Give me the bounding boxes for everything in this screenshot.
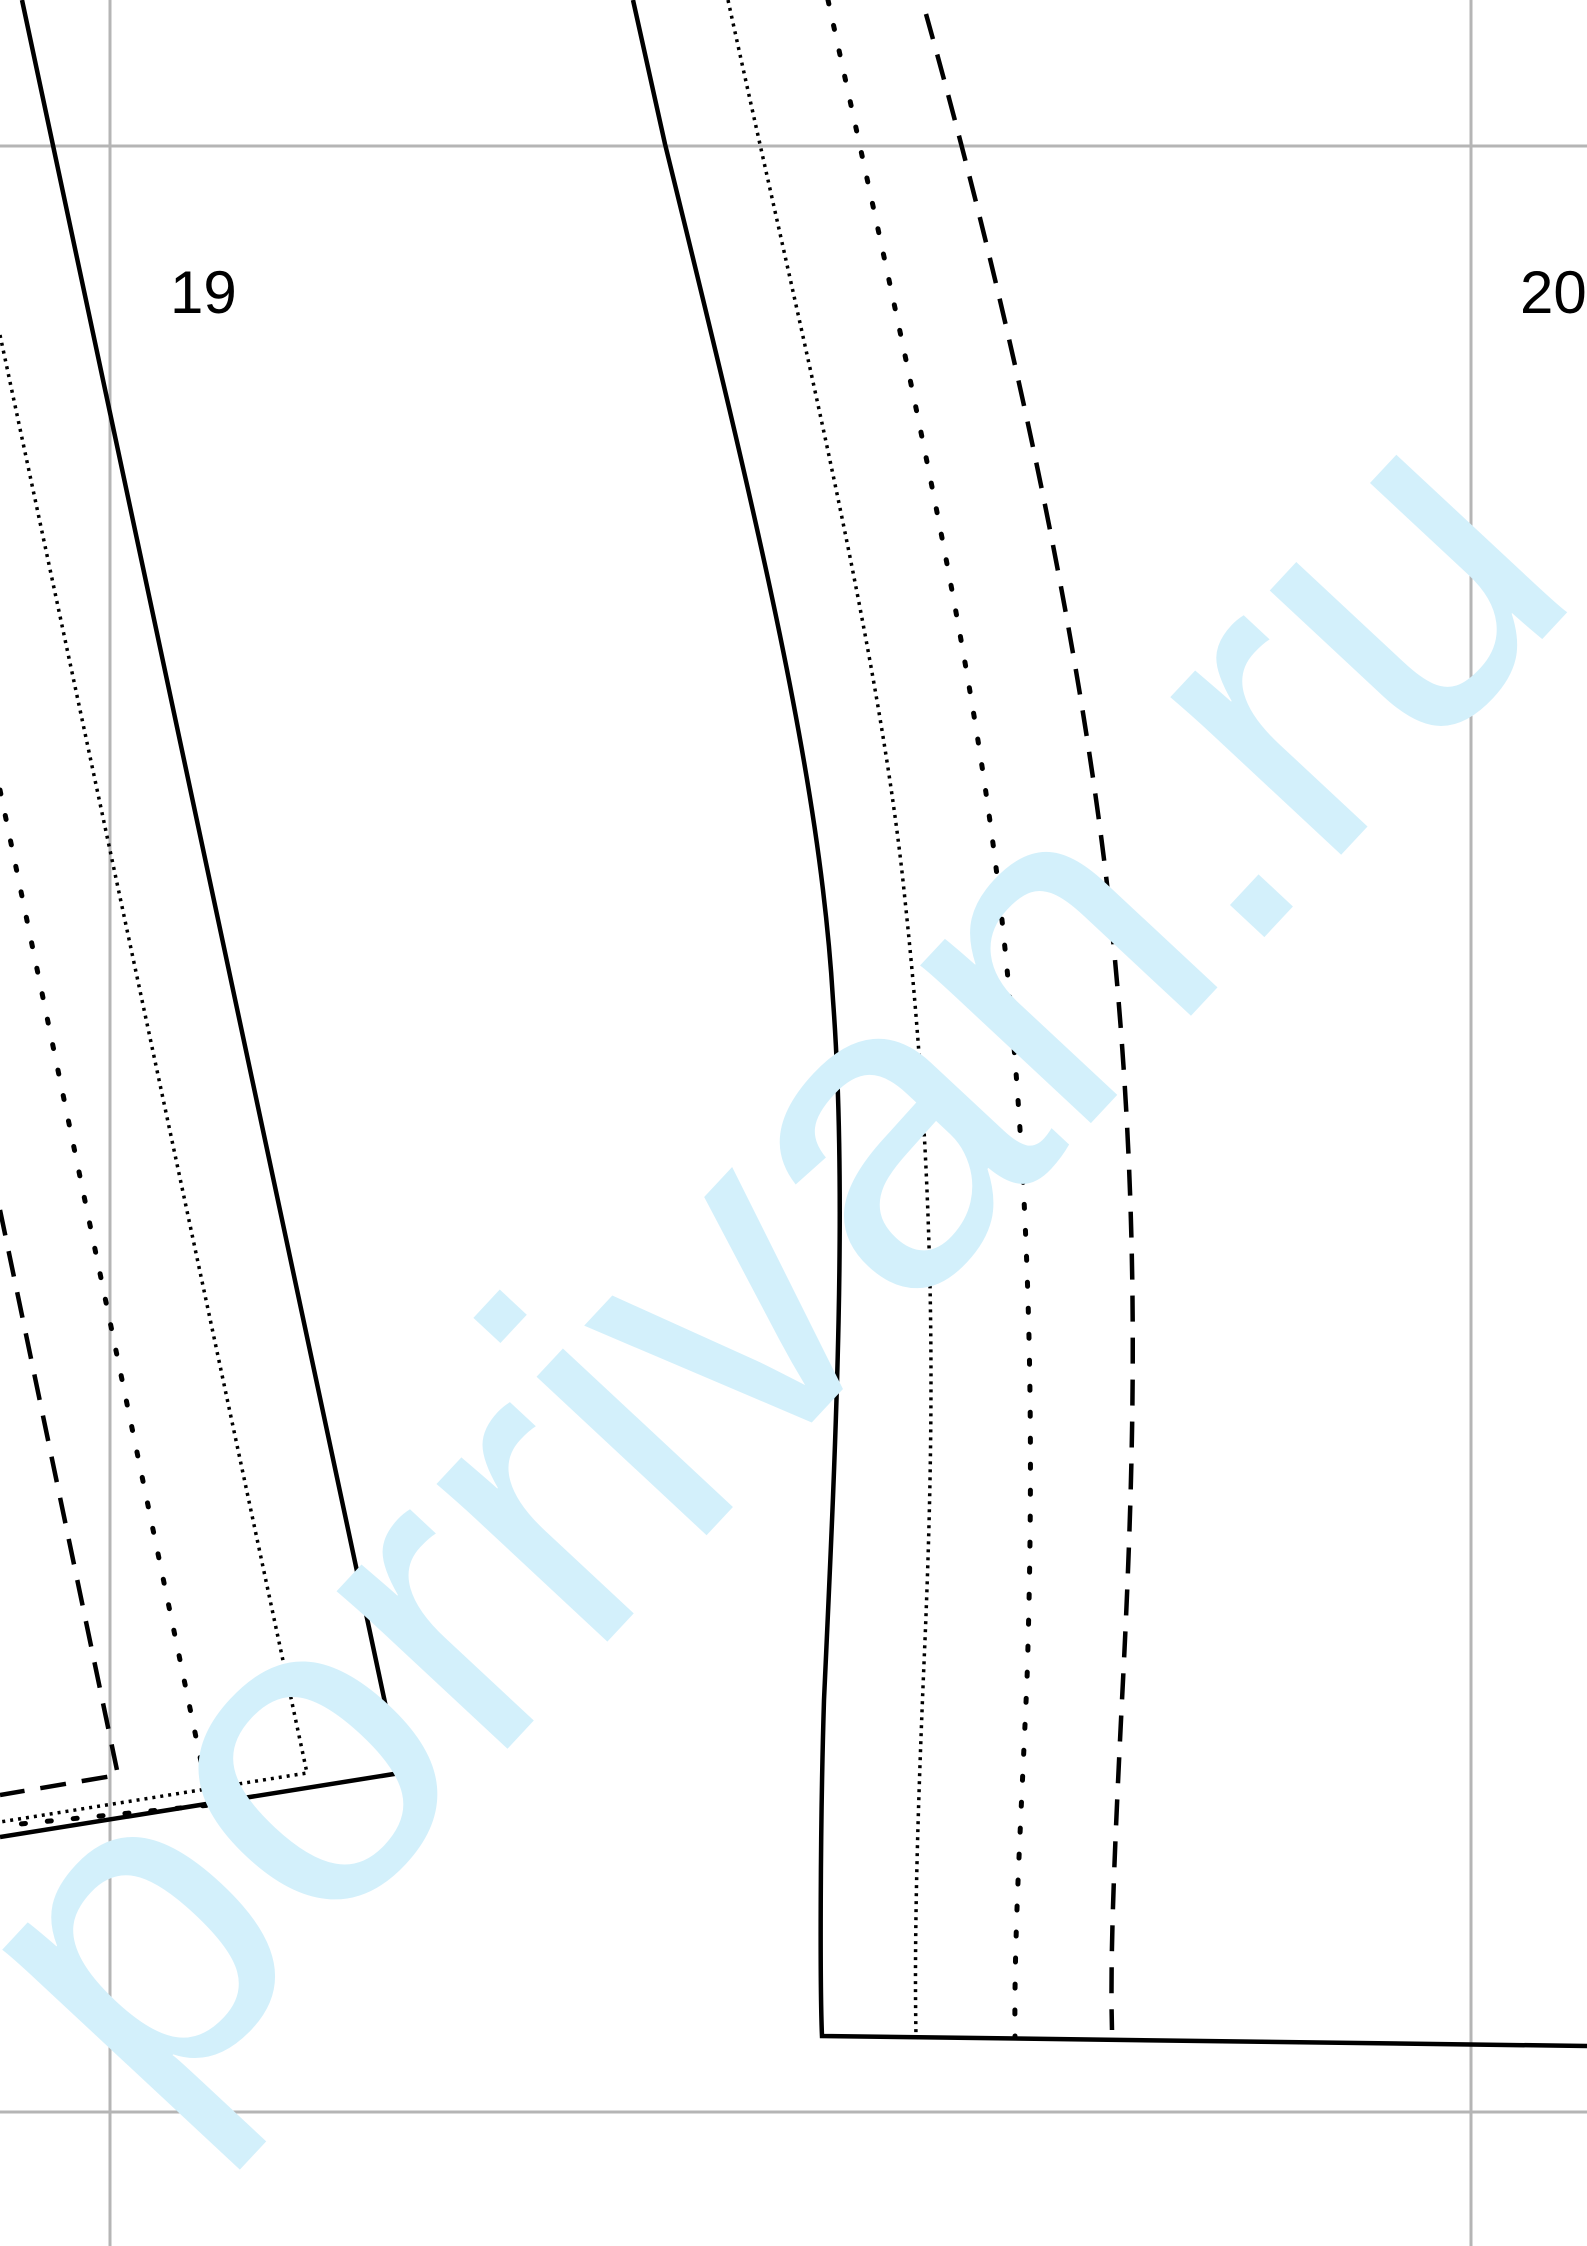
right-piece-fold-line bbox=[825, 0, 1033, 2039]
pattern-piece-right bbox=[630, 0, 1587, 2049]
watermark-text: porrivan.ru bbox=[0, 320, 1587, 2195]
pattern-piece-left bbox=[0, 0, 403, 1840]
left-piece-seam-line bbox=[0, 334, 310, 1824]
left-piece-cut-line bbox=[0, 0, 403, 1840]
page-number-19: 19 bbox=[170, 259, 237, 326]
right-piece-placement-line bbox=[923, 13, 1135, 2031]
right-piece-cut-line bbox=[630, 0, 1587, 2049]
page-number-20: 20 bbox=[1520, 259, 1587, 326]
left-piece-placement-line bbox=[0, 1209, 121, 1798]
